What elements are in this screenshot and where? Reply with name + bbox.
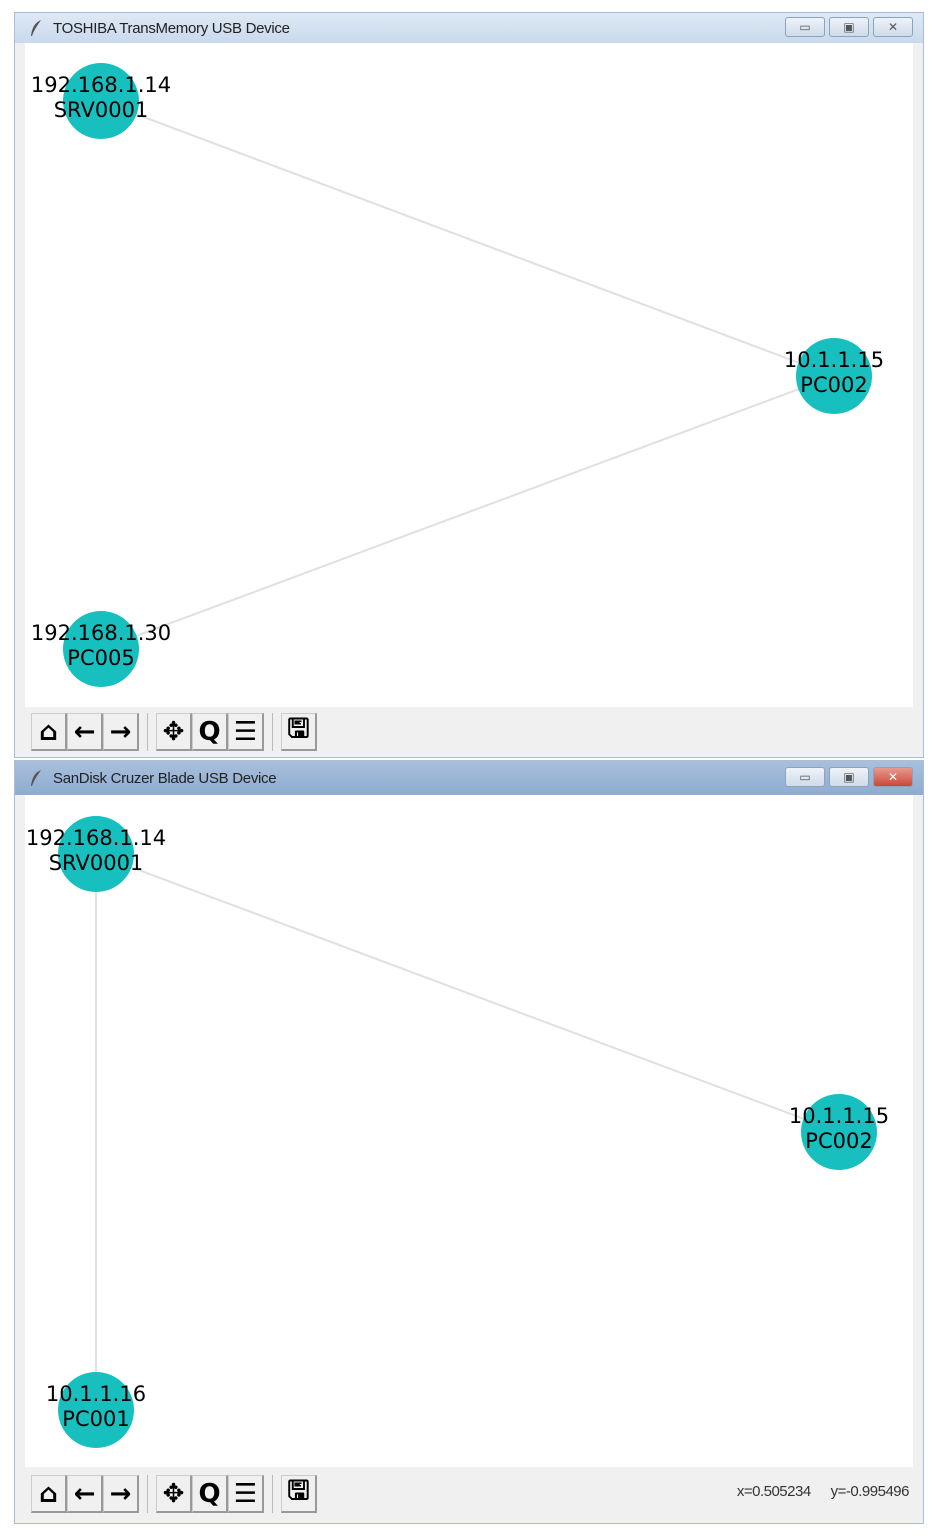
configure-subplots-button[interactable]: ☰ (228, 713, 264, 751)
maximize-button[interactable]: ▣ (829, 767, 869, 787)
node-name-label: SRV0001 (49, 851, 144, 875)
node-circle[interactable] (63, 63, 139, 139)
configure-subplots-icon: ☰ (233, 1478, 258, 1509)
node-name-label: PC001 (62, 1407, 129, 1431)
node-ip-label: 192.168.1.14 (31, 73, 171, 97)
node-name-label: PC002 (805, 1129, 872, 1153)
home-icon: ⌂ (39, 1478, 58, 1509)
close-button[interactable]: ✕ (873, 17, 913, 37)
pan-icon: ✥ (162, 716, 185, 747)
minimize-button[interactable]: ▭ (785, 767, 825, 787)
maximize-button[interactable]: ▣ (829, 17, 869, 37)
pan-button[interactable]: ✥ (156, 1475, 192, 1513)
node-name-label: PC002 (800, 373, 867, 397)
node-ip-label: 192.168.1.30 (31, 621, 171, 645)
back-icon: ← (73, 716, 96, 747)
edge-SRV0001-PC002 (100, 100, 835, 377)
window-title: SanDisk Cruzer Blade USB Device (53, 769, 277, 787)
toolbar-separator (272, 713, 273, 751)
window-sandisk: SanDisk Cruzer Blade USB Device ▭ ▣ ✕ 19… (14, 760, 924, 1524)
forward-button[interactable]: → (103, 1475, 139, 1513)
back-button[interactable]: ← (67, 713, 103, 751)
save-button[interactable]: 🖫 (281, 1475, 317, 1513)
coord-x: x=0.505234 (736, 1483, 811, 1500)
feather-icon (31, 770, 41, 786)
navigation-toolbar: ⌂ ← → ✥ Q ☰ 🖫 (25, 709, 913, 755)
title-bar[interactable]: TOSHIBA TransMemory USB Device ▭ ▣ ✕ (15, 13, 923, 43)
node-circle[interactable] (58, 816, 134, 892)
toolbar-separator (272, 1475, 273, 1513)
save-button[interactable]: 🖫 (281, 713, 317, 751)
home-icon: ⌂ (39, 716, 58, 747)
navigation-toolbar: ⌂ ← → ✥ Q ☰ 🖫 (25, 1469, 913, 1519)
node-name-label: SRV0001 (54, 98, 149, 122)
home-button[interactable]: ⌂ (31, 713, 67, 751)
minimize-button[interactable]: ▭ (785, 17, 825, 37)
back-icon: ← (73, 1478, 96, 1509)
pan-icon: ✥ (162, 1478, 185, 1509)
title-bar[interactable]: SanDisk Cruzer Blade USB Device ▭ ▣ ✕ (15, 761, 923, 795)
node-circle[interactable] (63, 611, 139, 687)
close-button[interactable]: ✕ (873, 767, 913, 787)
node-circle[interactable] (58, 1372, 134, 1448)
save-icon: 🖫 (287, 713, 310, 744)
window-title: TOSHIBA TransMemory USB Device (53, 19, 290, 37)
node-circle[interactable] (796, 338, 872, 414)
save-icon: 🖫 (287, 1475, 310, 1506)
node-ip-label: 10.1.1.16 (46, 1382, 146, 1406)
node-name-label: PC005 (67, 646, 134, 670)
configure-subplots-button[interactable]: ☰ (228, 1475, 264, 1513)
edge-PC002-PC005 (100, 375, 835, 650)
feather-icon (31, 20, 41, 36)
toolbar-separator (147, 713, 148, 751)
coord-y: y=-0.995496 (830, 1483, 910, 1500)
pan-button[interactable]: ✥ (156, 713, 192, 751)
forward-icon: → (109, 716, 132, 747)
zoom-icon: Q (198, 1478, 221, 1509)
configure-subplots-icon: ☰ (233, 716, 258, 747)
home-button[interactable]: ⌂ (31, 1475, 67, 1513)
node-ip-label: 192.168.1.14 (26, 826, 166, 850)
window-toshiba: TOSHIBA TransMemory USB Device ▭ ▣ ✕ 192… (14, 12, 924, 758)
zoom-button[interactable]: Q (192, 1475, 228, 1513)
forward-button[interactable]: → (103, 713, 139, 751)
forward-icon: → (109, 1478, 132, 1509)
zoom-icon: Q (198, 716, 221, 747)
edge-SRV0001-PC002 (95, 853, 840, 1133)
toolbar-separator (147, 1475, 148, 1513)
node-ip-label: 10.1.1.15 (789, 1104, 889, 1128)
node-circle[interactable] (801, 1094, 877, 1170)
cursor-coordinates: x=0.505234 y=-0.995496 (717, 1483, 910, 1500)
node-ip-label: 10.1.1.15 (784, 348, 884, 372)
zoom-button[interactable]: Q (192, 713, 228, 751)
back-button[interactable]: ← (67, 1475, 103, 1513)
